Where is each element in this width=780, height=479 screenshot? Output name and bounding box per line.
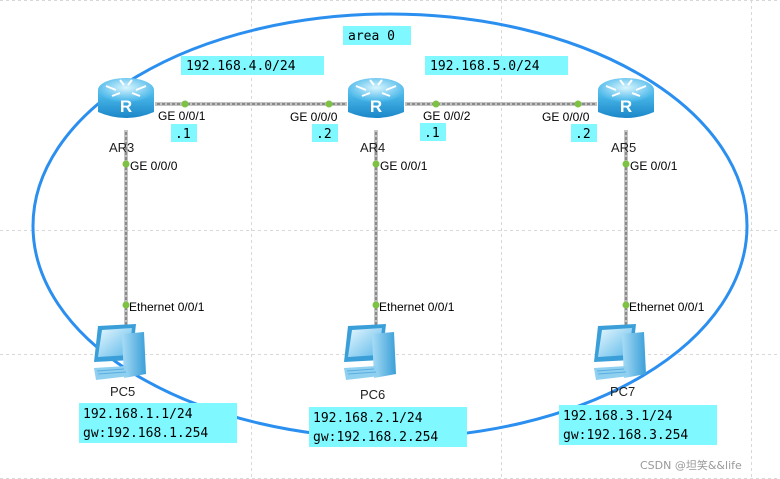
network-label-ar3-ar4: 192.168.4.0/24: [181, 56, 324, 75]
port-label-ar3-ge000: GE 0/0/0: [130, 159, 178, 173]
pc6-address-label: 192.168.2.1/24 gw:192.168.2.254: [309, 407, 467, 447]
port-dots: [122, 100, 630, 309]
ip-suffix-ar3-ge001: .1: [171, 124, 197, 142]
router-icon: [597, 77, 655, 119]
pc-name: PC7: [610, 384, 635, 399]
port-label-ar4-ge000: GE 0/0/0: [290, 110, 338, 124]
svg-text:gw:192.168.1.254: gw:192.168.1.254: [83, 426, 208, 441]
svg-text:gw:192.168.2.254: gw:192.168.2.254: [313, 430, 438, 445]
svg-text:.2: .2: [316, 127, 332, 142]
pc-icon: [93, 323, 147, 381]
svg-text:192.168.4.0/24: 192.168.4.0/24: [186, 59, 296, 74]
pc-pc5[interactable]: PC5: [93, 323, 147, 399]
svg-text:gw:192.168.3.254: gw:192.168.3.254: [563, 428, 688, 443]
svg-text:192.168.2.1/24: 192.168.2.1/24: [313, 411, 423, 426]
svg-text:192.168.5.0/24: 192.168.5.0/24: [430, 59, 540, 74]
svg-text:area 0: area 0: [348, 29, 395, 44]
port-label-ar5-ge000: GE 0/0/0: [542, 110, 590, 124]
router-name: AR5: [611, 140, 636, 155]
svg-text:192.168.3.1/24: 192.168.3.1/24: [563, 409, 673, 424]
router-ar4[interactable]: AR4: [347, 77, 405, 155]
port-label-pc5-eth: Ethernet 0/0/1: [129, 300, 205, 314]
router-icon: [347, 77, 405, 119]
ip-suffix-ar4-ge000: .2: [312, 124, 338, 142]
pc-icon: [593, 323, 647, 381]
port-label-pc7-eth: Ethernet 0/0/1: [629, 300, 705, 314]
ip-suffix-ar5-ge000: .2: [571, 124, 597, 142]
port-label-ar3-ge001: GE 0/0/1: [158, 109, 206, 123]
network-label-ar4-ar5: 192.168.5.0/24: [425, 56, 568, 75]
pc-name: PC6: [360, 387, 385, 402]
pc-name: PC5: [110, 384, 135, 399]
port-label-ar4-ge001: GE 0/0/1: [380, 159, 428, 173]
port-label-ar4-ge002: GE 0/0/2: [423, 109, 471, 123]
svg-text:.2: .2: [575, 127, 591, 142]
pc5-address-label: 192.168.1.1/24 gw:192.168.1.254: [79, 403, 237, 443]
svg-text:.1: .1: [424, 126, 440, 141]
router-name: AR3: [109, 140, 134, 155]
svg-text:192.168.1.1/24: 192.168.1.1/24: [83, 407, 193, 422]
ip-suffix-ar4-ge002: .1: [420, 123, 446, 141]
router-icon: [97, 77, 155, 119]
svg-text:.1: .1: [175, 127, 191, 142]
pc-icon: [343, 323, 397, 381]
pc7-address-label: 192.168.3.1/24 gw:192.168.3.254: [559, 405, 717, 445]
port-label-ar5-ge001: GE 0/0/1: [630, 159, 678, 173]
port-label-pc6-eth: Ethernet 0/0/1: [379, 300, 455, 314]
router-ar5[interactable]: AR5: [597, 77, 655, 155]
watermark: CSDN @坦笑&&life: [640, 458, 742, 472]
router-name: AR4: [360, 140, 385, 155]
area-label: area 0: [343, 26, 411, 45]
router-ar3[interactable]: AR3: [97, 77, 155, 155]
pc-pc6[interactable]: PC6: [343, 323, 397, 402]
pc-pc7[interactable]: PC7: [593, 323, 647, 399]
